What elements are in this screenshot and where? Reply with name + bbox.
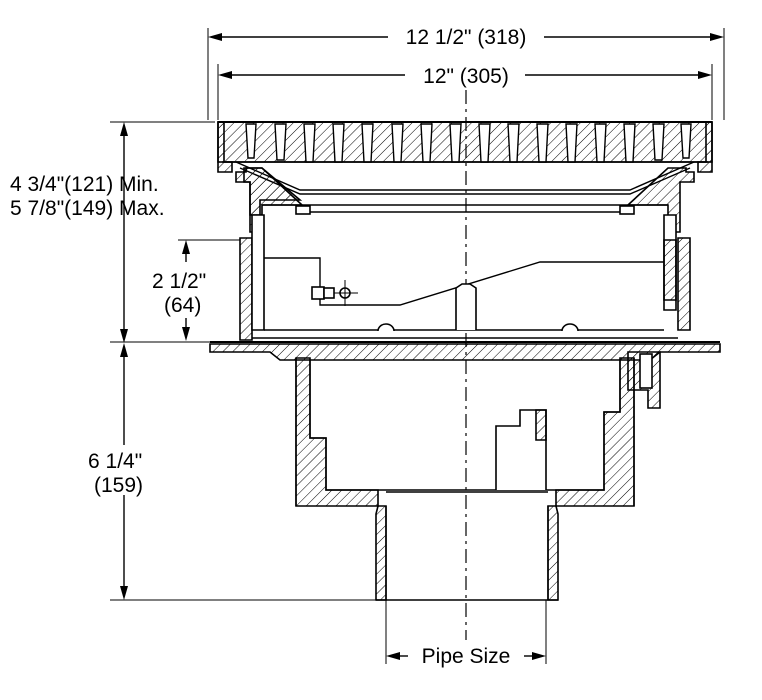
- pipe-size-dimension: Pipe Size: [385, 600, 547, 668]
- drain-body: [295, 357, 635, 507]
- floor-flange: [209, 341, 721, 409]
- adjustment-dimension: 2 1/2" (64): [152, 239, 240, 341]
- body-height-max-label: 5 7/8"(149) Max.: [10, 197, 165, 220]
- grate-width-dimension: 12" (305): [217, 64, 713, 120]
- adjustment-inch-label: 2 1/2": [152, 270, 206, 293]
- strainer-grate: [217, 121, 713, 195]
- overall-width-label: 12 1/2" (318): [406, 26, 527, 49]
- lower-body-dimension: 6 1/4" (159): [88, 341, 380, 601]
- lower-body-inch-label: 6 1/4": [88, 450, 142, 473]
- body-height-dimension: 4 3/4"(121) Min. 5 7/8"(149) Max.: [10, 121, 215, 343]
- adjustment-mm-label: (64): [164, 294, 201, 317]
- adjustment-sleeve: [239, 214, 691, 341]
- trap-primer-boss: [495, 409, 547, 490]
- lower-body-mm-label: (159): [94, 474, 143, 497]
- pipe-size-label: Pipe Size: [422, 645, 511, 668]
- set-screw-icon: [311, 280, 358, 306]
- grate-width-label: 12" (305): [423, 65, 509, 88]
- body-height-min-label: 4 3/4"(121) Min.: [10, 173, 159, 196]
- outlet-pipe: [375, 491, 559, 601]
- adjustable-top-body: [235, 167, 695, 233]
- overall-width-dimension: 12 1/2" (318): [207, 26, 725, 120]
